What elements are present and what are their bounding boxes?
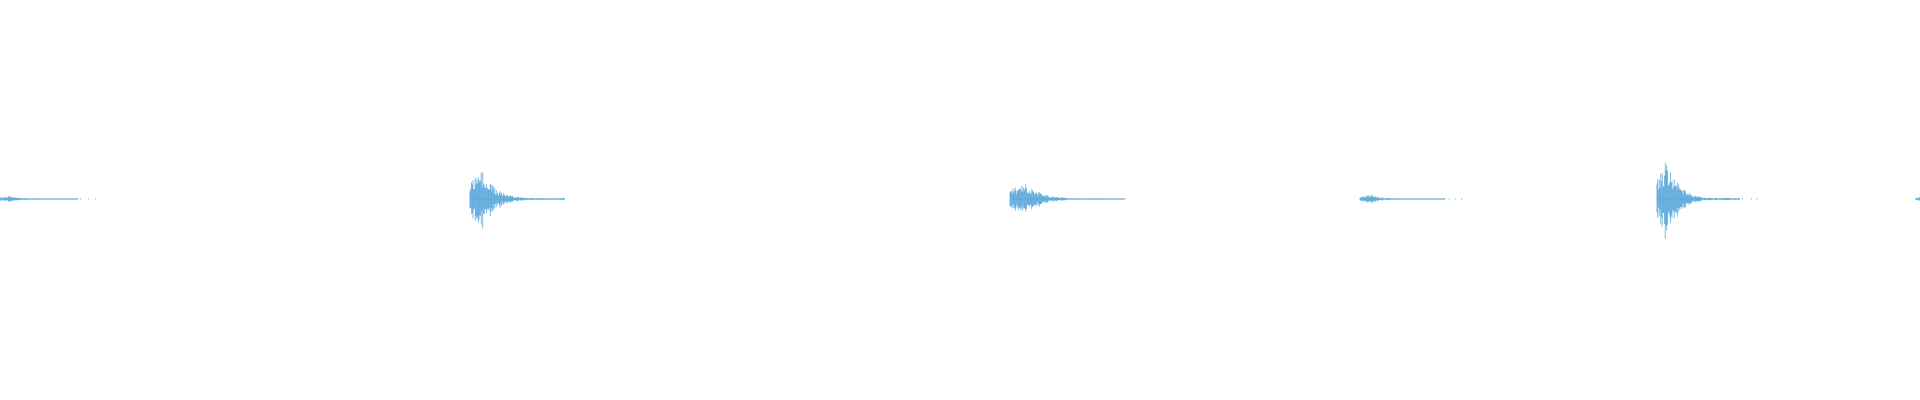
waveform-clip-4[interactable] (1359, 194, 1463, 204)
waveform-clips (0, 163, 1920, 239)
waveform-clip-1[interactable] (0, 196, 97, 202)
waveform-clip-3[interactable] (1009, 184, 1126, 212)
waveform-clip-6[interactable] (1915, 197, 1920, 202)
waveform-clip-5[interactable] (1656, 163, 1758, 239)
waveform-clip-2[interactable] (469, 172, 565, 229)
